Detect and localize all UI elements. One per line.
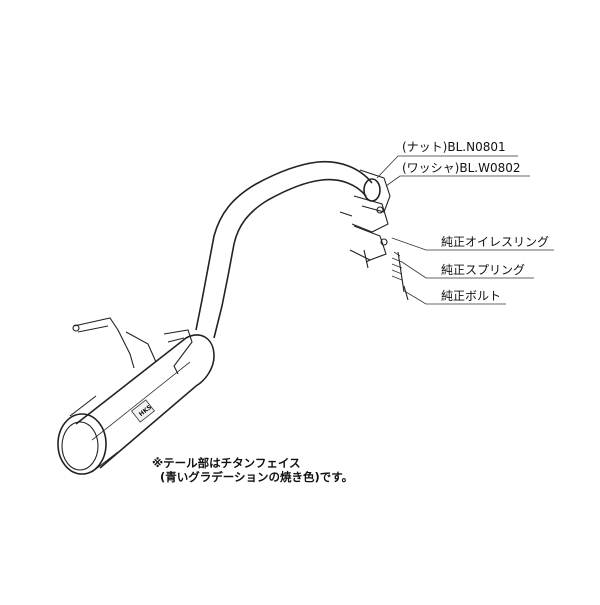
label-oil-ring: 純正オイレスリング [441,235,549,249]
leader-lines [376,155,554,305]
label-nut: (ナット)BL.N0801 [402,140,506,154]
muffler-hanger [72,317,193,375]
flange-assembly [339,169,391,261]
spring-bolt [363,249,409,301]
muffler: HKS [75,334,215,469]
label-washer: (ワッシャ)BL.W0802 [402,161,521,175]
hks-badge [131,399,155,423]
note-line-2: (青いグラデーションの焼き色)です。 [160,470,353,484]
label-spring: 純正スプリング [441,263,525,277]
label-bolt: 純正ボルト [441,289,501,303]
exhaust-pipe [195,160,381,339]
note-line-1: ※テール部はチタンフェイス [152,456,301,470]
tail-tip [57,395,119,475]
